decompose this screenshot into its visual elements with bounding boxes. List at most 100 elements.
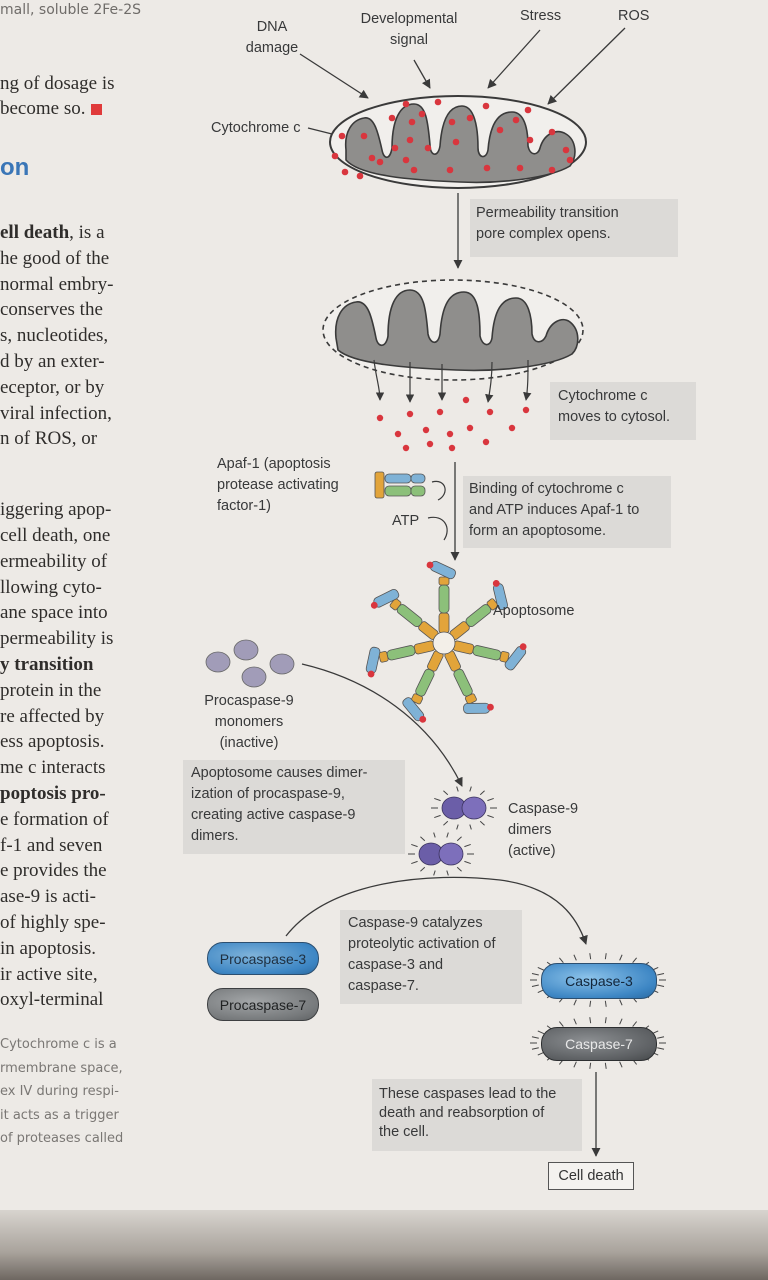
cytochrome-c-dot — [376, 158, 384, 166]
text-line: conserves the — [0, 299, 103, 321]
atp-label: ATP — [392, 513, 420, 529]
text-line: ir active site, — [0, 963, 98, 985]
caspase7-pill: Caspase-7 — [541, 1027, 657, 1061]
cytochrome-c-dot — [402, 444, 410, 452]
caspase9-dimers — [408, 786, 497, 876]
text-line: normal embry- — [0, 273, 114, 295]
step-activation-box: Caspase-9 catalyzes proteolytic activati… — [340, 910, 522, 1004]
cytochrome-c-dot — [448, 444, 456, 452]
cytochrome-c-dot — [408, 118, 416, 126]
caption-line: rmembrane space, — [0, 1060, 123, 1076]
apaf1-arm — [449, 580, 508, 640]
cytochrome-c-dot — [482, 438, 490, 446]
cytochrome-c-dot — [402, 156, 410, 164]
cytochrome-c-dot — [406, 136, 414, 144]
text-line: of highly spe- — [0, 912, 106, 933]
cytochrome-c-dot — [508, 424, 516, 432]
cytochrome-c-dot — [424, 144, 432, 152]
text-line: he good of the — [0, 247, 110, 269]
text-line: permeability is — [0, 628, 114, 650]
step-dimerization-box: Apoptosome causes dimer- ization of proc… — [183, 760, 405, 854]
cytochrome-c-dot — [496, 126, 504, 134]
apaf1-arm — [452, 640, 527, 671]
cytochrome-c-dot — [394, 430, 402, 438]
running-header: mall, soluble 2Fe-2S — [0, 2, 142, 18]
step-permeability-box: Permeability transition pore complex ope… — [470, 199, 678, 257]
cytochrome-c-dot — [368, 154, 376, 162]
text-line: f-1 and seven — [0, 834, 103, 856]
page-edge-shadow — [0, 1210, 768, 1280]
end-of-section-square-icon — [91, 104, 103, 116]
cytochrome-c-dot — [422, 426, 430, 434]
apaf1-arm — [365, 640, 436, 678]
apaf1-label: Apaf-1 (apoptosis protease activating fa… — [217, 456, 339, 514]
text-line: re affected by — [0, 705, 105, 727]
developmental-signal-label: Developmental signal — [360, 11, 458, 48]
stress-arrow — [487, 29, 541, 89]
cytochrome-c-dot — [526, 136, 534, 144]
activation-arc-arrow — [285, 876, 588, 945]
text-line: in apoptosis. — [0, 937, 97, 959]
step-cytochrome-box: Cytochrome c moves to cytosol. — [550, 382, 696, 440]
cytochrome-c-dot — [466, 114, 474, 122]
cytochrome-c-dot — [331, 152, 339, 160]
text-line: ell death, is a — [0, 222, 105, 243]
cytochrome-c-dot — [376, 414, 384, 422]
text-line: protein in the — [0, 679, 102, 701]
text-line: ane space into — [0, 602, 108, 624]
dimerization-arrow — [301, 663, 463, 787]
step-death-box: These caspases lead to the death and rea… — [372, 1079, 582, 1151]
cytochrome-c-dot — [482, 102, 490, 110]
cytochrome-c-dot — [486, 408, 494, 416]
text-line: s, nucleotides, — [0, 325, 109, 347]
apaf1-arm — [402, 650, 444, 723]
procaspase3-pill: Procaspase-3 — [207, 942, 319, 975]
caspase9-dimer — [408, 832, 474, 876]
caspase9-dimer — [431, 786, 497, 830]
step-apoptosome-box: Binding of cytochrome c and ATP induces … — [463, 476, 671, 548]
text-line: d by an exter- — [0, 351, 105, 372]
cytochrome-c-dot — [402, 100, 410, 108]
caption-line: of proteases called — [0, 1131, 124, 1146]
cytochrome-c-dot — [466, 424, 474, 432]
text-line: ng of dosage is — [0, 73, 115, 94]
book-text-column: mall, soluble 2Fe-2S ng of dosage is bec… — [0, 0, 150, 1280]
cytochrome-c-dot — [341, 168, 349, 176]
cytochrome-c-dot — [426, 440, 434, 448]
text-line: ermeability of — [0, 550, 108, 572]
dna-damage-label: DNA damage — [245, 19, 299, 56]
cytochrome-c-dot — [418, 110, 426, 118]
cell-death-box: Cell death — [548, 1162, 634, 1190]
cytochrome-c-dot — [452, 138, 460, 146]
developmental-signal-arrow — [413, 59, 431, 89]
cytochrome-c-dot — [388, 114, 396, 122]
section-heading: on — [0, 154, 30, 181]
stress-label: Stress — [520, 8, 562, 24]
apaf1-arm — [426, 560, 456, 634]
caption-line: Cytochrome c is a — [0, 1037, 117, 1052]
text-line: ess apoptosis. — [0, 731, 105, 753]
text-line: viral infection, — [0, 402, 112, 424]
cytochrome-c-dot — [434, 98, 442, 106]
apaf1-molecule — [374, 471, 426, 499]
cytochrome-c-dot — [356, 172, 364, 180]
text-line: llowing cyto- — [0, 576, 102, 598]
caspase3-pill: Caspase-3 — [541, 963, 657, 999]
cytochrome-c-dot — [522, 406, 530, 414]
text-line: oxyl-terminal — [0, 989, 104, 1011]
cytochrome-c-dot — [436, 408, 444, 416]
cytochrome-c-dot — [360, 132, 368, 140]
intact-mitochondrion — [329, 95, 587, 189]
text-line: n of ROS, or — [0, 428, 98, 450]
apoptosome-hub — [432, 631, 456, 655]
apoptosome-complex — [365, 560, 527, 723]
ros-label: ROS — [618, 8, 650, 24]
cytochrome-c-dot — [446, 430, 454, 438]
apaf1-arm — [444, 650, 494, 714]
apaf1-arm — [370, 588, 439, 640]
cytochrome-c-dot — [548, 128, 556, 136]
apoptosome-label: Apoptosome — [493, 603, 575, 619]
cytochrome-c-dot — [338, 132, 346, 140]
